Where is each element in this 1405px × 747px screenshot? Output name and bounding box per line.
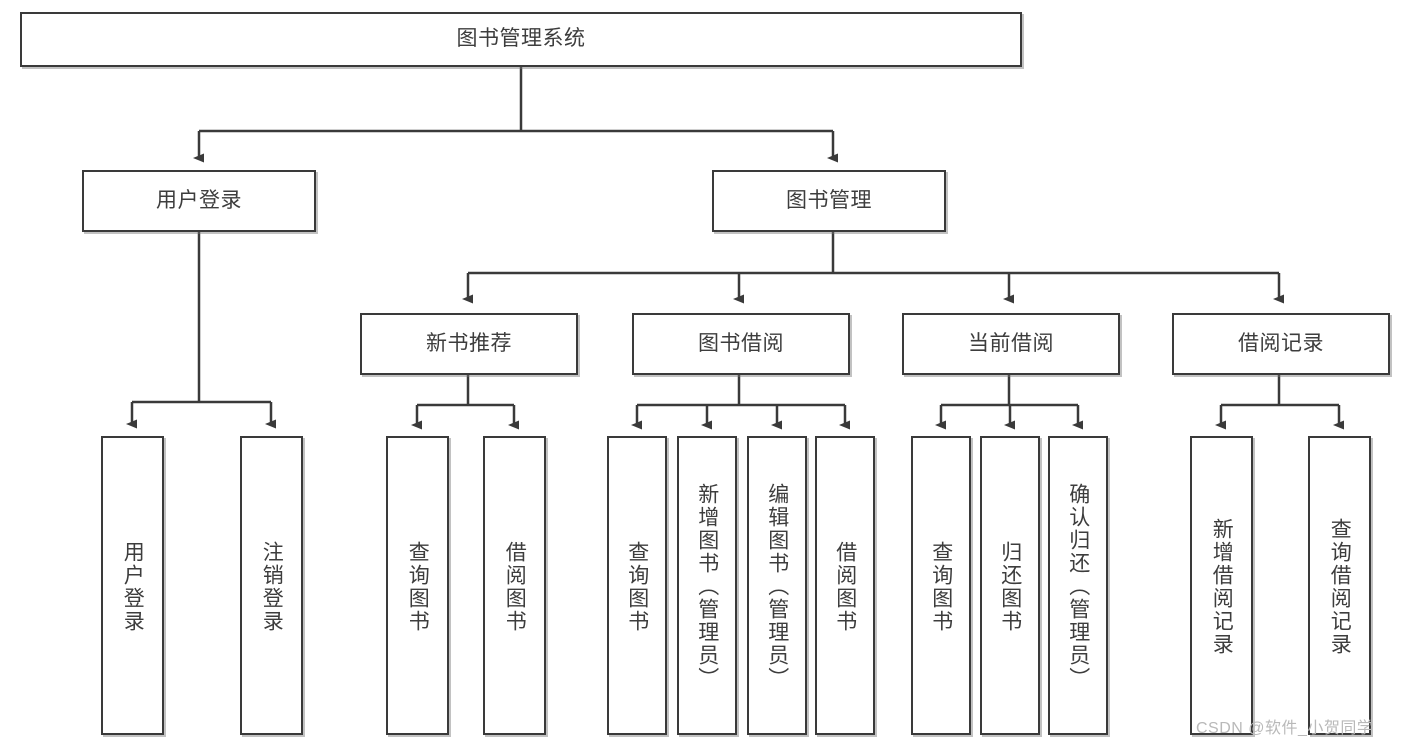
- node-leaf-query-book-borrow[interactable]: 查询图书: [607, 436, 667, 735]
- node-leaf-return-book[interactable]: 归还图书: [980, 436, 1040, 735]
- node-label: 归还图书: [998, 540, 1022, 633]
- node-leaf-borrow-book-newbook[interactable]: 借阅图书: [483, 436, 546, 735]
- node-leaf-user-login[interactable]: 用户登录: [101, 436, 164, 735]
- node-label: 借阅图书: [503, 540, 527, 633]
- node-label: 查询图书: [929, 540, 953, 633]
- node-label: 新书推荐: [426, 331, 512, 355]
- watermark: CSDN @软件_小贺同学: [1196, 720, 1374, 737]
- node-root-book-management-system[interactable]: 图书管理系统: [20, 12, 1022, 67]
- node-label: 图书管理: [786, 188, 872, 212]
- node-leaf-logout[interactable]: 注销登录: [240, 436, 303, 735]
- node-leaf-borrow-book[interactable]: 借阅图书: [815, 436, 875, 735]
- node-label: 注销登录: [260, 540, 284, 633]
- node-label: 新增借阅记录: [1210, 517, 1234, 656]
- node-leaf-add-borrow-record[interactable]: 新增借阅记录: [1190, 436, 1253, 735]
- node-leaf-query-book-current[interactable]: 查询图书: [911, 436, 971, 735]
- node-user-login[interactable]: 用户登录: [82, 170, 316, 232]
- node-borrow-records[interactable]: 借阅记录: [1172, 313, 1390, 375]
- node-label: 查询图书: [625, 540, 649, 633]
- node-label: 查询借阅记录: [1328, 517, 1352, 656]
- node-label: 用户登录: [156, 188, 242, 212]
- node-book-borrow[interactable]: 图书借阅: [632, 313, 850, 375]
- node-label: 新增图书（管理员）: [695, 483, 719, 690]
- node-label: 编辑图书（管理员）: [765, 483, 789, 690]
- node-label: 借阅记录: [1238, 331, 1324, 355]
- node-leaf-edit-book-admin[interactable]: 编辑图书（管理员）: [747, 436, 807, 735]
- node-book-management[interactable]: 图书管理: [712, 170, 946, 232]
- node-current-borrow[interactable]: 当前借阅: [902, 313, 1120, 375]
- node-leaf-add-book-admin[interactable]: 新增图书（管理员）: [677, 436, 737, 735]
- node-label: 用户登录: [121, 540, 145, 633]
- node-new-book-recommend[interactable]: 新书推荐: [360, 313, 578, 375]
- node-leaf-query-borrow-record[interactable]: 查询借阅记录: [1308, 436, 1371, 735]
- node-label: 查询图书: [406, 540, 430, 633]
- node-leaf-query-book-newbook[interactable]: 查询图书: [386, 436, 449, 735]
- node-label: 借阅图书: [833, 540, 857, 633]
- node-leaf-confirm-return-admin[interactable]: 确认归还（管理员）: [1048, 436, 1108, 735]
- node-label: 图书管理系统: [456, 27, 586, 51]
- node-label: 确认归还（管理员）: [1066, 483, 1090, 690]
- node-label: 图书借阅: [698, 331, 784, 355]
- node-label: 当前借阅: [968, 331, 1054, 355]
